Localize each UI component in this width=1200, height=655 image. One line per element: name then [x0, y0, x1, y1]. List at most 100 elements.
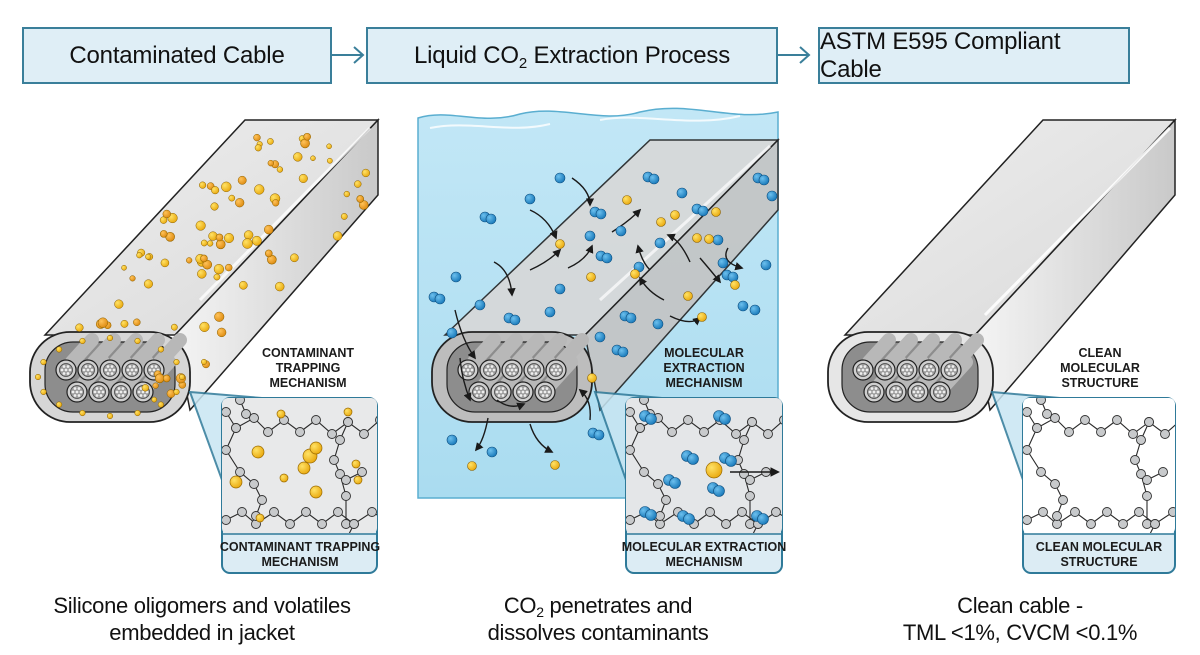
trapped-contaminant [229, 475, 243, 489]
trapped-contaminant [351, 459, 361, 469]
co2-molecule [594, 331, 606, 343]
inset-label: MECHANISM [665, 555, 742, 569]
polymer-node [335, 469, 345, 479]
contaminant-particle [235, 198, 245, 208]
polymer-node [333, 507, 343, 517]
polymer-node [1134, 507, 1144, 517]
contaminant-particle [264, 224, 274, 235]
polymer-node [747, 417, 757, 427]
polymer-node [285, 519, 295, 529]
contaminant-particle [213, 273, 221, 281]
contaminant-particle [228, 194, 236, 202]
contaminant-particle [157, 401, 164, 408]
contaminant-particle [622, 195, 632, 205]
contaminant-particle [56, 346, 63, 353]
polymer-node [683, 415, 693, 425]
co2-molecule [737, 300, 749, 312]
polymer-node [745, 475, 755, 485]
contaminant-particle [56, 401, 63, 408]
contaminant-particle [670, 210, 680, 220]
contaminant-particle [275, 281, 285, 292]
polymer-node [1142, 491, 1152, 501]
inset-label: CLEAN MOLECULAR [1036, 540, 1162, 554]
contaminant-particle [136, 252, 143, 259]
flow-arrow [611, 208, 642, 233]
contaminant-particle [711, 207, 721, 217]
polymer-node [359, 429, 369, 439]
trapped-contaminant [276, 409, 286, 419]
contaminant-particle [361, 168, 370, 178]
polymer-node [779, 415, 782, 425]
trapped-contaminant [251, 445, 265, 459]
trapped-contaminant [279, 473, 289, 483]
inset-molecular-extraction: MOLECULAR EXTRACTION MECHANISM [622, 397, 786, 574]
polymer-node [1112, 415, 1122, 425]
polymer-node [375, 415, 377, 425]
flow-arrow [493, 261, 516, 297]
process-illustration: CONTAMINANT TRAPPING MECHANISM CONTAMINA… [29, 107, 1192, 574]
callout-title: MECHANISM [665, 376, 742, 390]
polymer-node [1064, 427, 1074, 437]
polymer-network [222, 398, 377, 533]
polymer-node [1058, 495, 1068, 505]
contaminant-particle [106, 412, 114, 420]
polymer-node [1130, 455, 1140, 465]
polymer-node [1023, 445, 1032, 455]
polymer-node [771, 507, 781, 517]
polymer-node [739, 435, 749, 445]
polymer-node [1183, 516, 1192, 525]
contaminant-particle [210, 202, 219, 211]
contaminant-particle [120, 319, 129, 328]
co2-molecule [654, 237, 666, 249]
inset-clean-structure: CLEAN MOLECULAR STRUCTURE [1022, 397, 1192, 574]
polymer-node [737, 507, 747, 517]
co2-molecule [446, 327, 458, 339]
co2-molecule [676, 187, 688, 199]
contaminant-particle [697, 312, 707, 322]
co2-molecule [712, 234, 724, 246]
polymer-node [1177, 416, 1186, 425]
polymer-node [1050, 413, 1060, 423]
contaminant-particle [692, 233, 702, 243]
contaminant-particle [195, 220, 206, 231]
contaminant-particle [555, 239, 565, 249]
contaminant-particle [199, 321, 210, 332]
contaminant-particle [216, 327, 227, 338]
contaminant-particle [587, 373, 597, 383]
contaminant-particle [162, 209, 171, 219]
co2-molecule [760, 259, 772, 271]
contaminant-particle [332, 231, 343, 241]
polymer-node [699, 427, 709, 437]
contaminant-molecule [358, 200, 369, 210]
caption-clean: Clean cable - TML <1%, CVCM <0.1% [902, 593, 1138, 645]
contaminant-particle [354, 180, 362, 188]
callout-title: MOLECULAR [1060, 361, 1140, 375]
callout-title: CONTAMINANT [262, 346, 354, 360]
co2-molecule [446, 434, 458, 446]
polymer-node [241, 409, 251, 419]
clean-cable [827, 118, 1177, 423]
contaminant-particle [213, 264, 225, 275]
inset-label: CONTAMINANT TRAPPING [220, 540, 380, 554]
polymer-node [1096, 427, 1106, 437]
contaminant-particle [326, 157, 333, 164]
polymer-node [235, 467, 245, 477]
co2-flow-arrows [454, 177, 744, 453]
contaminant-particle [251, 235, 262, 246]
polymer-node [1036, 467, 1046, 477]
contaminant-particle [550, 460, 560, 470]
callout-title: TRAPPING [276, 361, 341, 375]
contaminant-particle [326, 143, 332, 150]
contaminant-molecule [215, 239, 226, 250]
trapped-contaminant [343, 407, 353, 417]
flow-arrow [454, 309, 476, 360]
polymer-node [639, 467, 649, 477]
polymer-node [349, 519, 359, 529]
polymer-node [1150, 519, 1160, 529]
flow-arrow [571, 177, 595, 207]
polymer-node [237, 507, 247, 517]
contaminant-particle [200, 239, 208, 247]
polymer-node [341, 475, 351, 485]
contaminant-particle [201, 358, 207, 365]
polymer-node [1080, 415, 1090, 425]
